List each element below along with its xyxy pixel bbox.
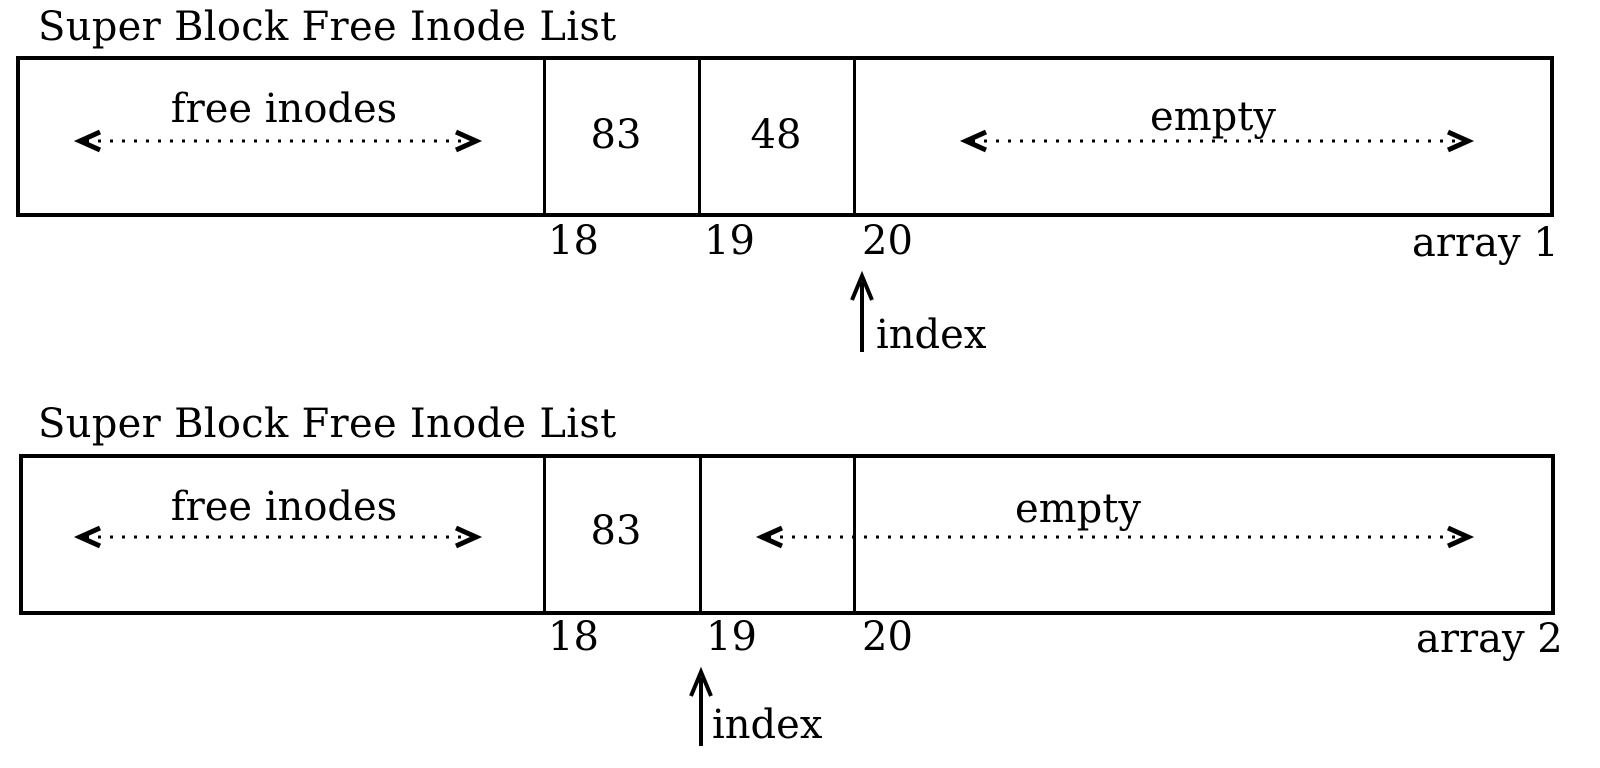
cell-divider — [699, 456, 702, 613]
cell-divider — [698, 58, 701, 215]
index-19: 19 — [706, 614, 757, 660]
free-inodes-span-arrow — [73, 525, 483, 549]
index-pointer-arrow — [689, 666, 713, 746]
free-inodes-span-arrow — [73, 129, 483, 153]
cell-value: 48 — [750, 112, 802, 158]
inode-array-box — [16, 56, 1554, 217]
empty-span-arrow — [755, 525, 1475, 549]
cell-divider — [853, 58, 856, 215]
index-18: 18 — [548, 614, 599, 660]
empty-label: empty — [1150, 94, 1276, 140]
free-inodes-label: free inodes — [170, 86, 398, 132]
empty-label: empty — [1015, 486, 1141, 532]
index-18: 18 — [548, 218, 599, 264]
index-20: 20 — [862, 218, 913, 264]
free-inode-list-array-2: Super Block Free Inode List free inodes … — [0, 384, 1600, 768]
cell-value: 83 — [590, 508, 642, 554]
array-label: array 2 — [1416, 616, 1563, 662]
index-20: 20 — [862, 614, 913, 660]
diagram-title: Super Block Free Inode List — [38, 4, 617, 50]
diagram-title: Super Block Free Inode List — [38, 401, 617, 447]
empty-span-arrow — [959, 129, 1475, 153]
array-label: array 1 — [1412, 220, 1559, 266]
inode-array-box — [19, 454, 1555, 615]
cell-divider — [853, 456, 856, 613]
cell-value: 83 — [590, 112, 642, 158]
cell-divider — [543, 58, 546, 215]
index-pointer-label: index — [876, 312, 987, 358]
free-inodes-label: free inodes — [170, 484, 398, 530]
index-pointer-label: index — [712, 702, 823, 748]
cell-divider — [543, 456, 546, 613]
index-19: 19 — [704, 218, 755, 264]
free-inode-list-array-1: Super Block Free Inode List free inodes … — [16, 4, 1559, 358]
index-pointer-arrow — [850, 270, 874, 352]
